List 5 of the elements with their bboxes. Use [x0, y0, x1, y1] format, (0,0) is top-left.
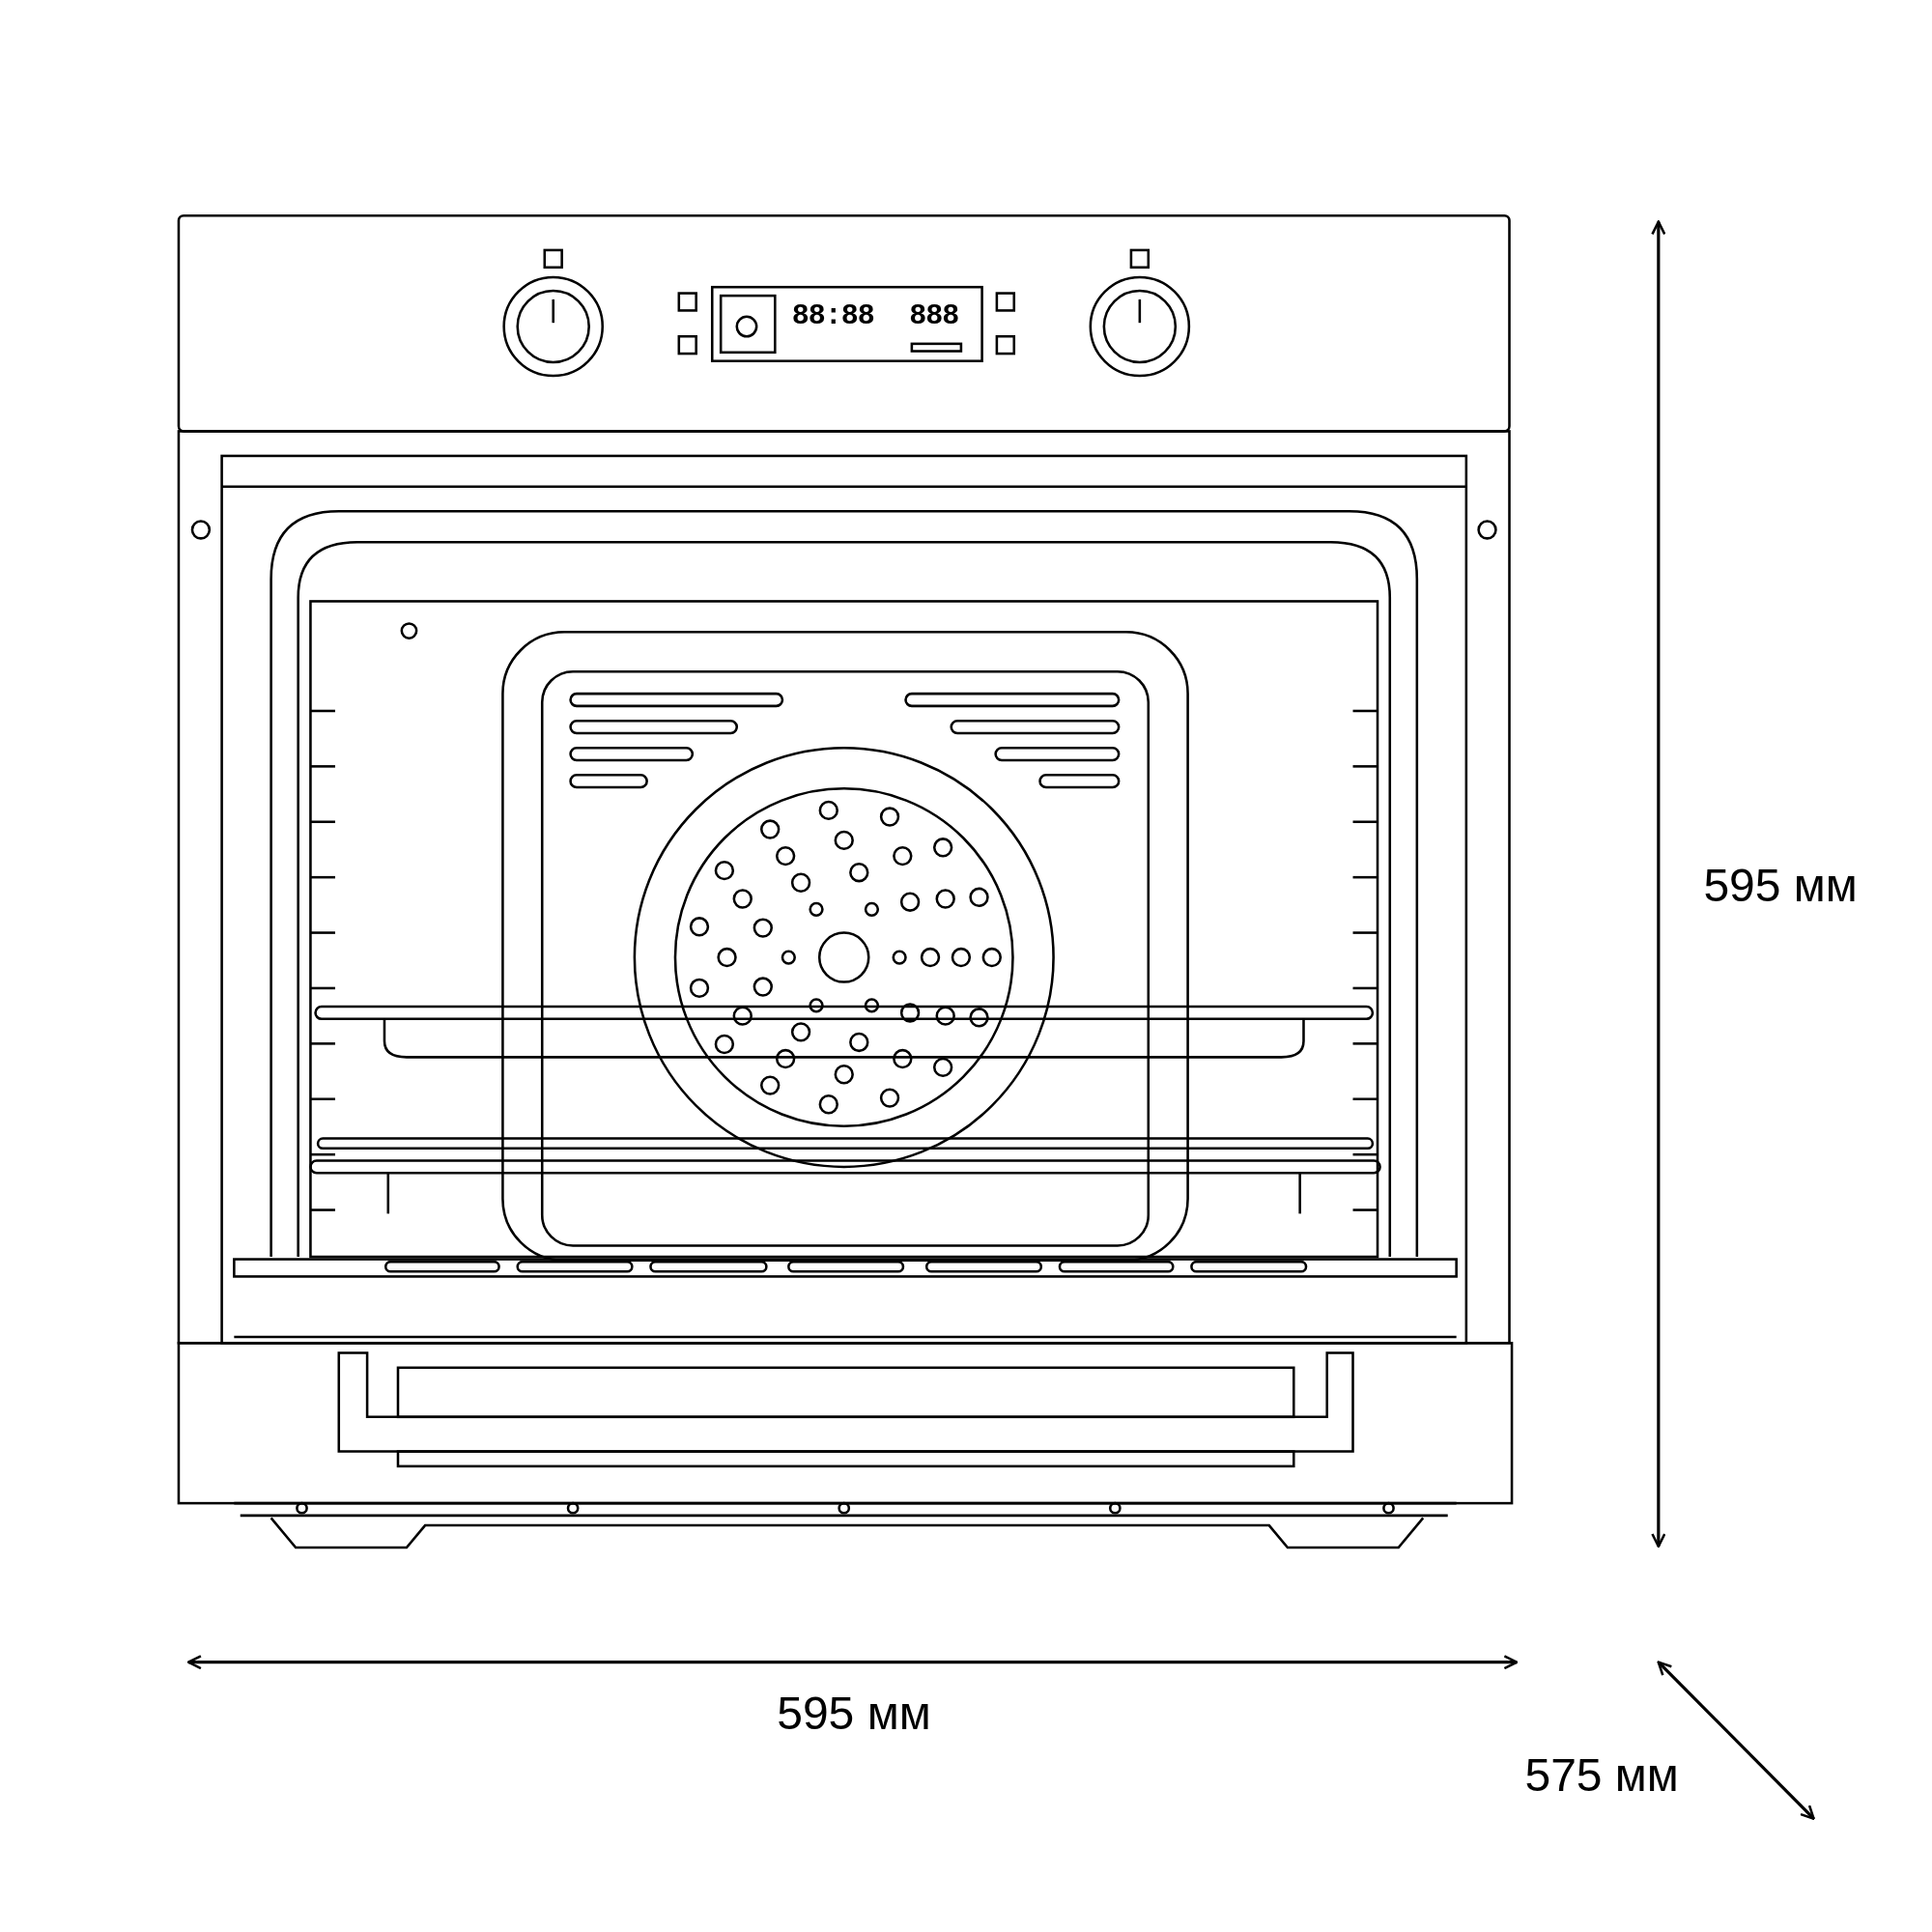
- display-digits: 88:88: [791, 298, 874, 332]
- dimension-label: 575 мм: [1524, 1747, 1679, 1802]
- dimension-label: 595 мм: [777, 1686, 931, 1740]
- dimension-label: 595 мм: [1703, 858, 1858, 912]
- display-digits: 888: [909, 298, 959, 332]
